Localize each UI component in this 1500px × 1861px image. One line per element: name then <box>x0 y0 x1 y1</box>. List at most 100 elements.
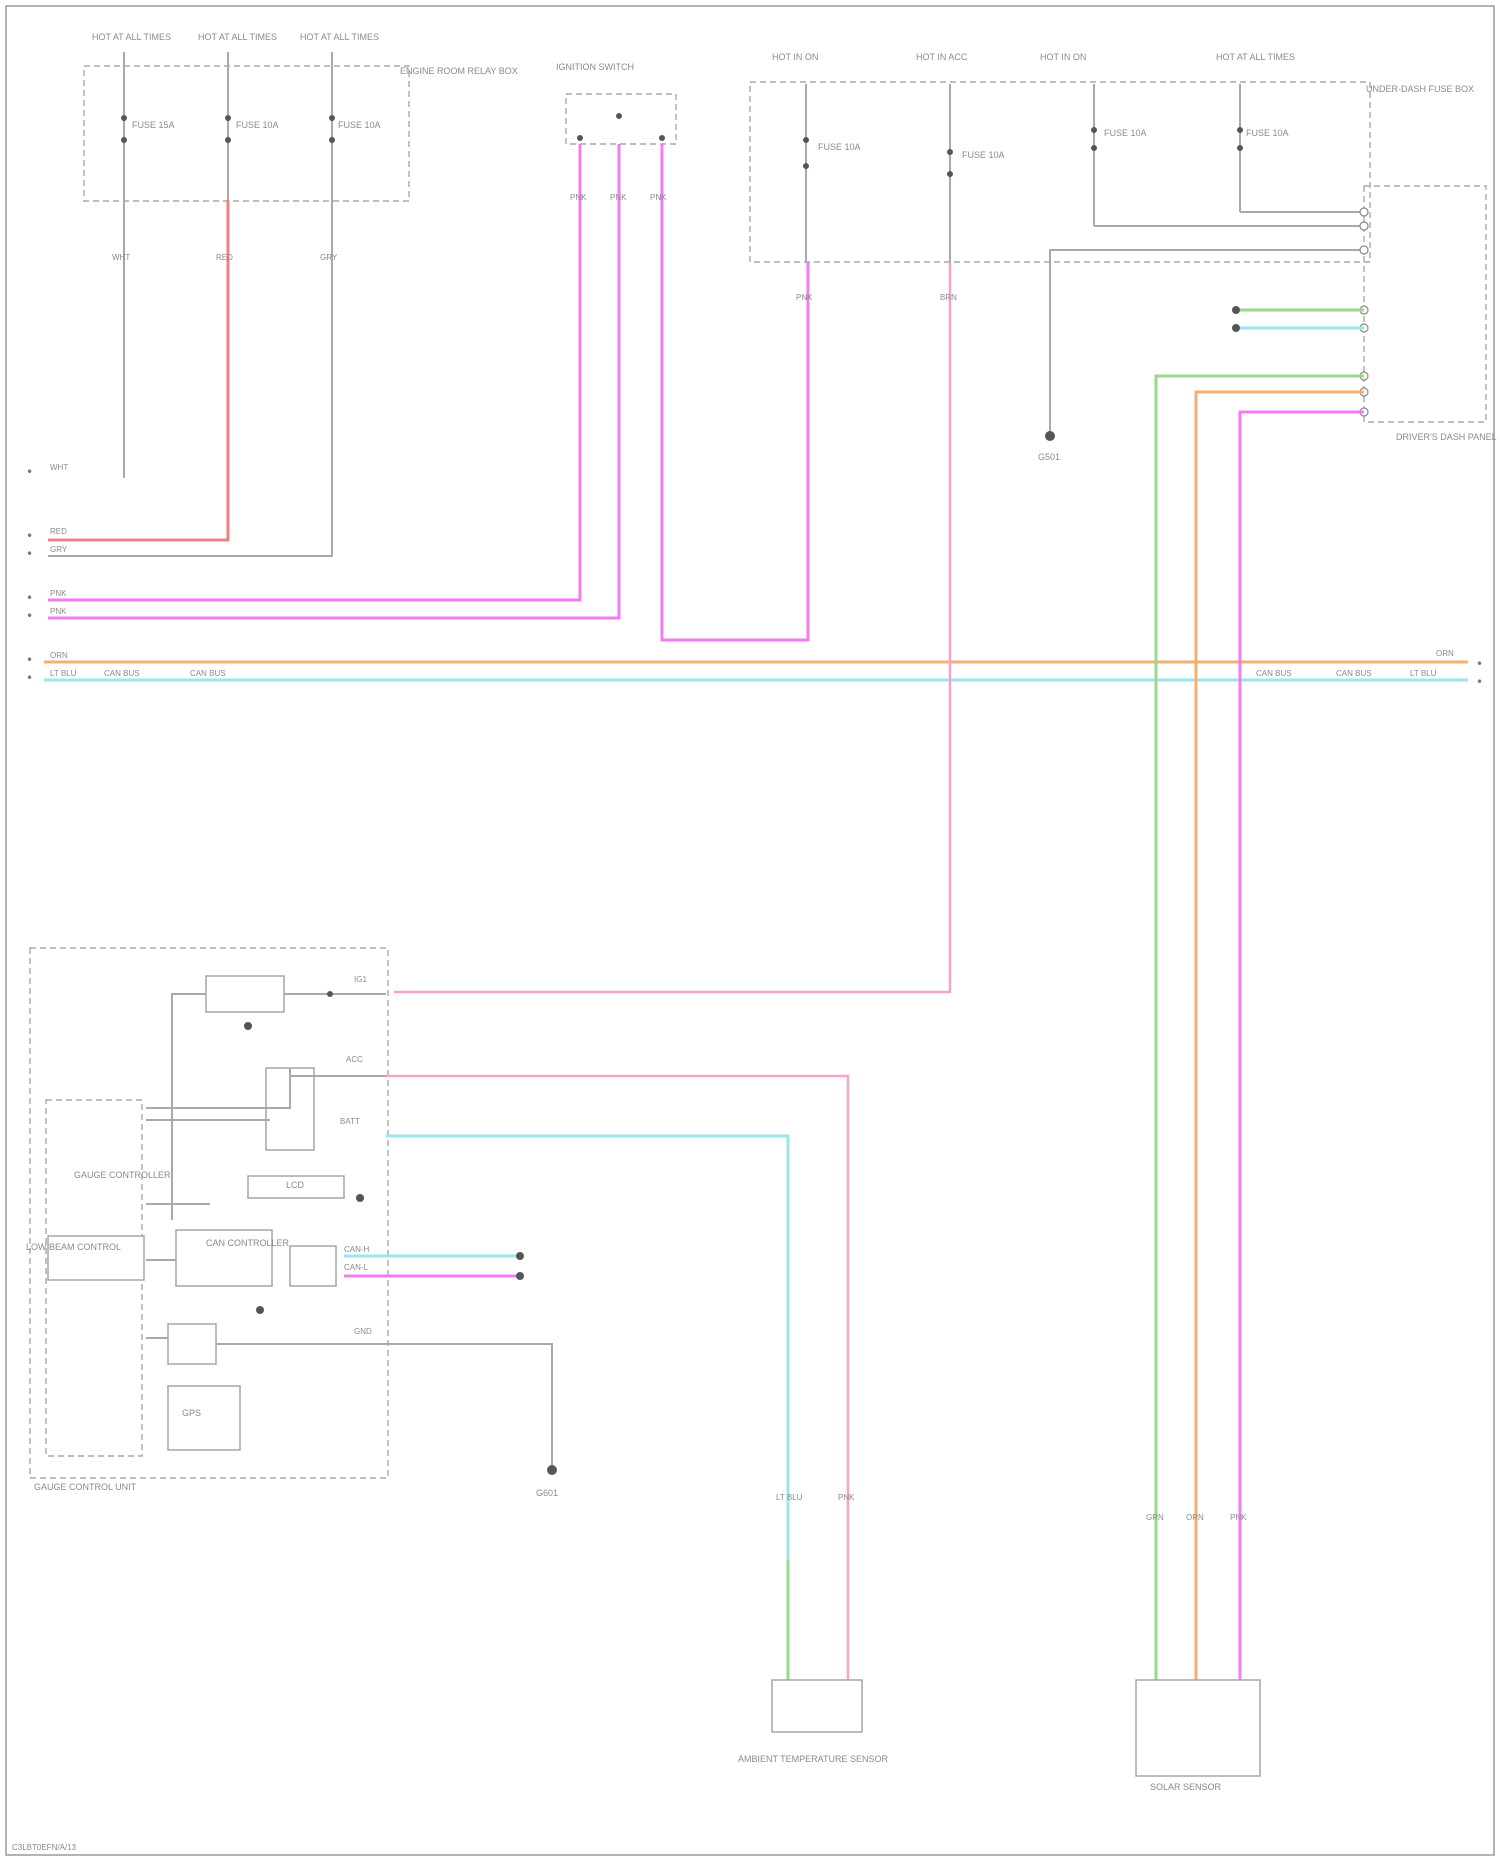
gauge-control-unit: GAUGE CONTROL UNIT GAUGE CONTROLLER CAN … <box>26 948 388 1492</box>
can-bus-label-4: CAN BUS <box>1336 669 1372 678</box>
fuse-box-outline <box>84 66 409 201</box>
fuse-header-1: HOT AT ALL TIMES <box>92 32 171 42</box>
driver-dash-outline <box>1364 186 1486 422</box>
wire-pink-acc <box>386 1076 848 1560</box>
svg-text:IG1: IG1 <box>354 975 367 984</box>
footer-code: C3LBT0EFN/A/13 <box>12 1843 77 1852</box>
ud-box-label: UNDER-DASH FUSE BOX <box>1366 84 1474 94</box>
svg-text:GND: GND <box>354 1327 372 1336</box>
fuse-label-3: FUSE 10A <box>338 120 381 130</box>
svg-text:PNK: PNK <box>50 607 67 616</box>
ignition-switch: IGNITION SWITCH <box>556 62 676 144</box>
svg-text:GRN: GRN <box>1146 1513 1164 1522</box>
svg-text:•: • <box>26 609 33 623</box>
fuse-label-2: FUSE 10A <box>236 120 279 130</box>
wire-cyan-batt <box>386 1136 788 1560</box>
svg-text:CAN-L: CAN-L <box>344 1263 369 1272</box>
control-inner-label-1: GAUGE CONTROLLER <box>74 1170 171 1180</box>
can-l-node <box>516 1272 524 1280</box>
svg-text:LT BLU: LT BLU <box>50 669 77 678</box>
svg-text:PNK: PNK <box>650 193 667 202</box>
underdash-fuse-outline <box>750 82 1370 262</box>
svg-text:ORN: ORN <box>1186 1513 1204 1522</box>
ignition-switch-label: IGNITION SWITCH <box>556 62 634 72</box>
svg-text:PNK: PNK <box>1230 1513 1247 1522</box>
wire-pink-3 <box>662 144 808 640</box>
ud-fuse-1: FUSE 10A <box>818 142 861 152</box>
solar-sensor: SOLAR SENSOR <box>1136 1680 1260 1792</box>
svg-text:BATT: BATT <box>340 1117 360 1126</box>
driver-dash-label: DRIVER'S DASH PANEL <box>1396 432 1497 442</box>
wire-orange-sensor <box>1196 392 1364 1700</box>
vertical-wire-tags: WHT RED GRY PNK PNK PNK PNK BRN GRN ORN … <box>112 193 1247 1522</box>
sensor-left-label: AMBIENT TEMPERATURE SENSOR <box>738 1754 889 1764</box>
svg-text:•: • <box>1476 657 1483 671</box>
right-bus-tag-cyan: LT BLU <box>1410 669 1437 678</box>
svg-text:PNK: PNK <box>610 193 627 202</box>
control-sub-label: LOW BEAM CONTROL <box>26 1242 121 1252</box>
svg-text:WHT: WHT <box>50 463 68 472</box>
driver-dash-panel: DRIVER'S DASH PANEL <box>1360 186 1497 442</box>
svg-text:WHT: WHT <box>112 253 130 262</box>
ud-header-3: HOT IN ON <box>1040 52 1086 62</box>
svg-text:BRN: BRN <box>940 293 957 302</box>
svg-text:•: • <box>26 591 33 605</box>
ground-g501-label: G501 <box>1038 452 1060 462</box>
svg-text:GRY: GRY <box>50 545 68 554</box>
right-bus-tag-orange: ORN <box>1436 649 1454 658</box>
ambient-temperature-sensor: AMBIENT TEMPERATURE SENSOR <box>738 1560 889 1764</box>
control-inner-label-3: LCD <box>286 1180 305 1190</box>
ud-header-2: HOT IN ACC <box>916 52 968 62</box>
svg-text:•: • <box>26 653 33 667</box>
svg-text:RED: RED <box>216 253 233 262</box>
ground-g601-label: G601 <box>536 1488 558 1498</box>
wire-pink-1 <box>48 144 580 600</box>
svg-text:PNK: PNK <box>838 1493 855 1502</box>
control-unit-title: GAUGE CONTROL UNIT <box>34 1482 137 1492</box>
wire-red <box>48 200 228 540</box>
svg-text:RED: RED <box>50 527 67 536</box>
can-h-node <box>516 1252 524 1260</box>
can-bus-label-2: CAN BUS <box>190 669 226 678</box>
ground-g501: G501 <box>1038 250 1060 462</box>
ud-header-4: HOT AT ALL TIMES <box>1216 52 1295 62</box>
svg-text:LT BLU: LT BLU <box>776 1493 803 1502</box>
left-stub-labels: WHT RED GRY PNK PNK ORN LT BLU • • • • • •… <box>26 463 77 685</box>
ground-symbol-icon <box>547 1465 557 1475</box>
fuse-box-label: ENGINE ROOM RELAY BOX <box>400 66 518 76</box>
can-bus-label-3: CAN BUS <box>1256 669 1292 678</box>
fuse-label-1: FUSE 15A <box>132 120 175 130</box>
svg-text:PNK: PNK <box>570 193 587 202</box>
svg-text:ORN: ORN <box>50 651 68 660</box>
fuse-header-3: HOT AT ALL TIMES <box>300 32 379 42</box>
svg-text:•: • <box>26 671 33 685</box>
svg-text:•: • <box>26 529 33 543</box>
ud-fuse-4: FUSE 10A <box>1246 128 1289 138</box>
svg-text:ACC: ACC <box>346 1055 363 1064</box>
connector-node-icon <box>1232 306 1240 314</box>
ground-symbol-icon <box>1045 431 1055 441</box>
wire-pink-sensor <box>1240 412 1364 1700</box>
wire-green-sensor <box>1156 376 1364 1700</box>
sensor-right-label: SOLAR SENSOR <box>1150 1782 1222 1792</box>
svg-text:•: • <box>26 547 33 561</box>
svg-text:•: • <box>1476 675 1483 689</box>
ud-header-1: HOT IN ON <box>772 52 818 62</box>
wire-gnd <box>386 1344 552 1470</box>
wire-pink-2 <box>48 144 619 618</box>
ud-fuse-3: FUSE 10A <box>1104 128 1147 138</box>
control-inner-label-2: CAN CONTROLLER <box>206 1238 290 1248</box>
ud-fuse-2: FUSE 10A <box>962 150 1005 160</box>
fuse-box-top-left: HOT AT ALL TIMES HOT AT ALL TIMES HOT AT… <box>84 32 518 201</box>
wire-gray <box>48 200 332 556</box>
underdash-fuse-box: HOT IN ON HOT IN ACC HOT IN ON HOT AT AL… <box>750 52 1474 262</box>
wire-light-pink-feed <box>394 262 950 992</box>
can-bus-label-1: CAN BUS <box>104 669 140 678</box>
svg-text:PNK: PNK <box>796 293 813 302</box>
fuse-header-2: HOT AT ALL TIMES <box>198 32 277 42</box>
svg-text:CAN-H: CAN-H <box>344 1245 370 1254</box>
svg-text:•: • <box>26 465 33 479</box>
svg-text:PNK: PNK <box>50 589 67 598</box>
svg-text:GRY: GRY <box>320 253 338 262</box>
